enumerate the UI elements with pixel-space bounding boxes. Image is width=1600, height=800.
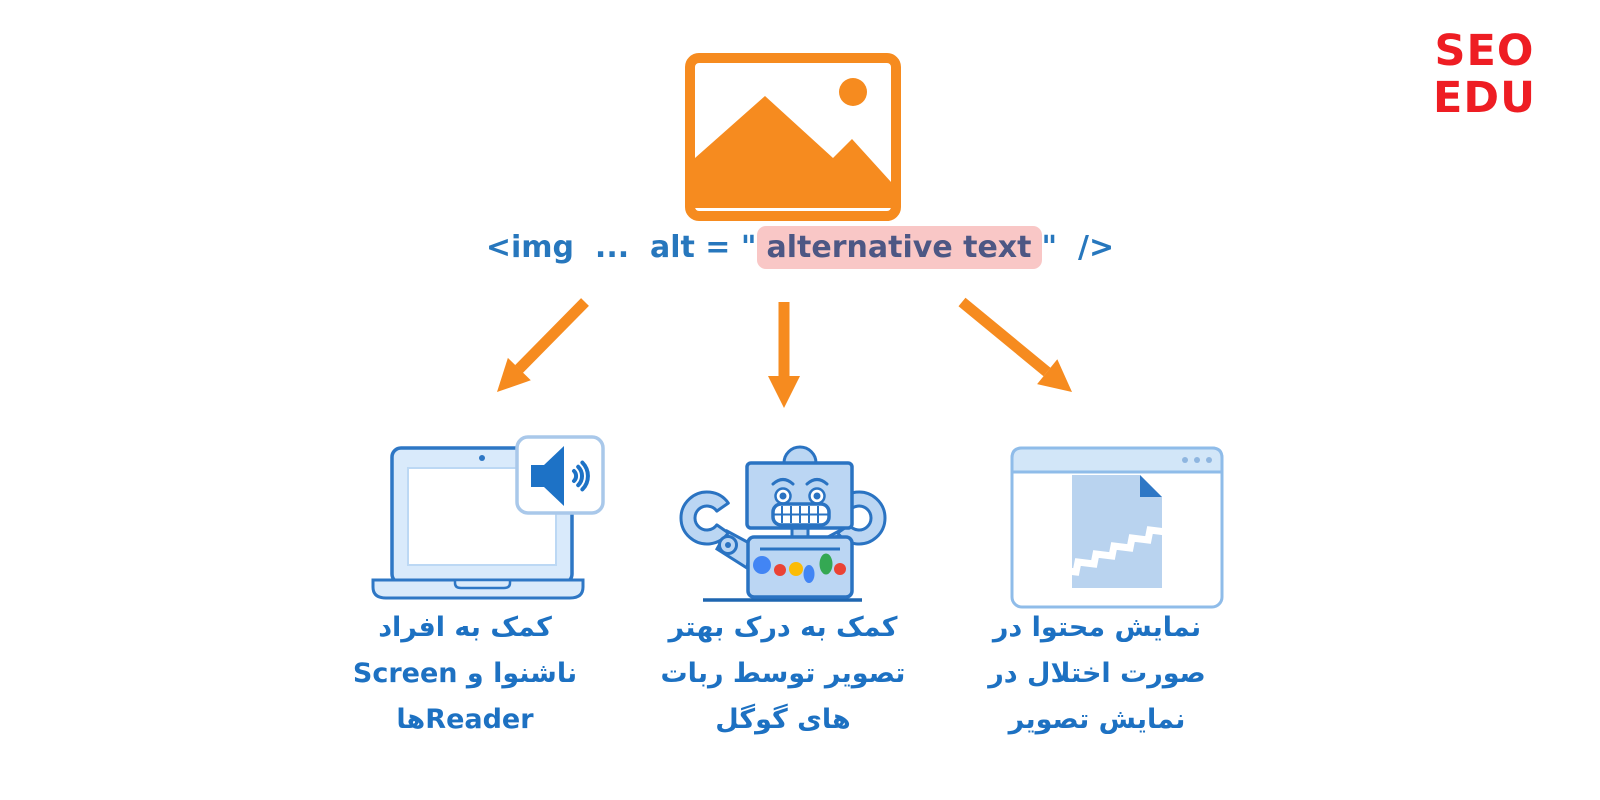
code-suffix: " /> (1041, 230, 1115, 265)
browser-torn-document-icon (1010, 446, 1224, 609)
logo-line-1: SEO (1434, 26, 1535, 76)
caption-google-bots: کمک به درک بهتر تصویر توسط ربات های گوگل (633, 605, 933, 743)
code-prefix: <img ... alt = " (485, 230, 757, 265)
google-robot-icon (679, 445, 887, 602)
logo-line-2: EDU (1433, 73, 1536, 123)
tear-line (1067, 526, 1167, 576)
caption-screen-reader: کمک به افراد ناشنوا و Screen Readerها (315, 605, 615, 743)
robot-mouth (771, 502, 831, 527)
trackpad-notch (453, 578, 512, 590)
caption-line: صورت اختلال در (988, 658, 1206, 689)
left-claw (679, 490, 730, 546)
caption-line: تصویر توسط ربات (660, 658, 906, 689)
mountain-shape (695, 96, 891, 208)
arrow-down-right-icon (958, 297, 1072, 392)
webcam-dot (479, 455, 485, 461)
head-dome (782, 445, 818, 465)
image-placeholder-icon (685, 53, 901, 221)
caption-line: کمک به افراد (378, 612, 552, 643)
arrow-down-left-icon (497, 298, 589, 392)
arrow-down-icon (768, 302, 800, 408)
alt-text-highlight: alternative text (756, 226, 1042, 269)
caption-line: های گوگل (715, 704, 851, 735)
seo-edu-logo: SEO EDU (1433, 28, 1536, 122)
sun-icon (839, 78, 867, 106)
caption-line: Readerها (396, 704, 534, 735)
caption-line: ناشنوا و Screen (352, 658, 578, 689)
caption-line: نمایش تصویر (1008, 704, 1186, 735)
laptop-screen-reader-icon (371, 435, 605, 600)
caption-line: کمک به درک بهتر (668, 612, 898, 643)
caption-line: نمایش محتوا در (992, 612, 1202, 643)
caption-broken-image: نمایش محتوا در صورت اختلال در نمایش تصوی… (947, 605, 1247, 743)
speaker-icon (515, 435, 605, 515)
img-alt-code-line: <img ... alt = "alternative text" /> (0, 226, 1600, 269)
folded-corner (1140, 475, 1162, 497)
torn-document (1067, 475, 1167, 588)
browser-title-bar (1010, 446, 1224, 474)
